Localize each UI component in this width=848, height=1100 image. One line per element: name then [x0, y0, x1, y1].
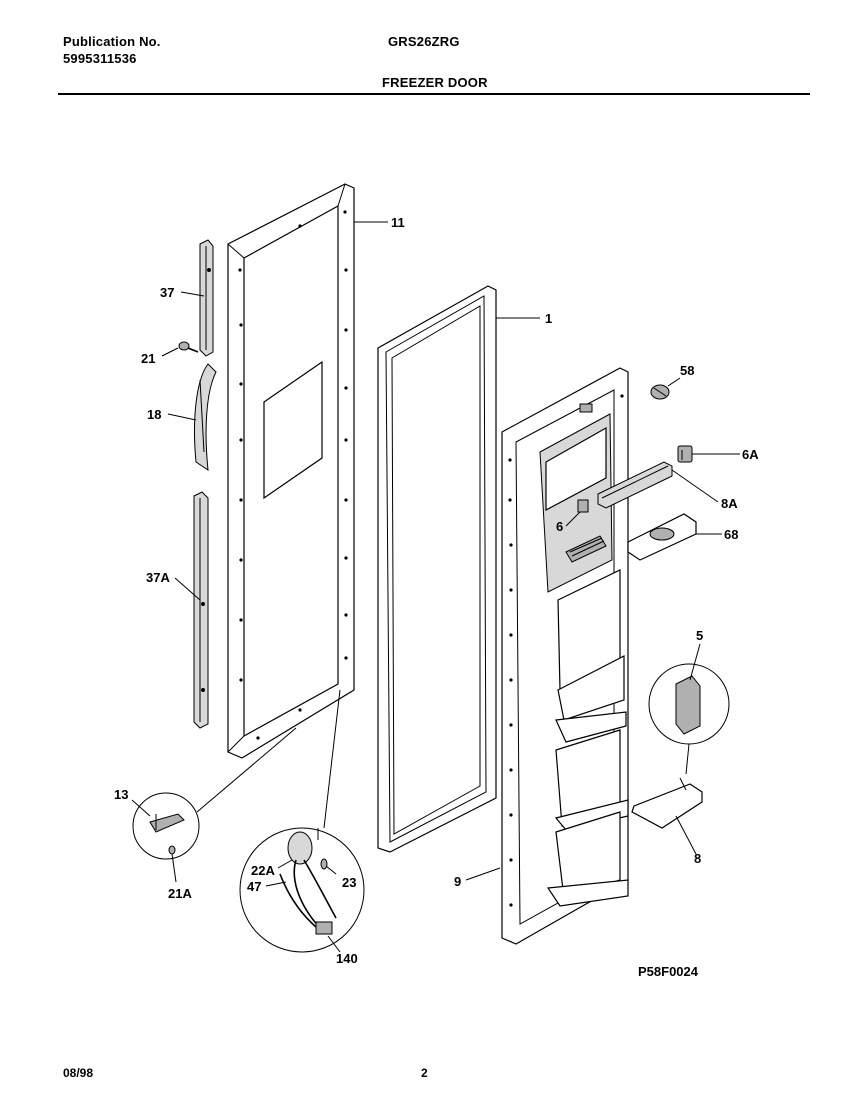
detail-circle-wiring	[239, 689, 365, 953]
callout-140: 140	[336, 951, 358, 966]
callout-22a: 22A	[251, 863, 275, 878]
callout-18: 18	[147, 407, 161, 422]
bracket-8	[631, 777, 703, 829]
clip-6	[577, 499, 589, 513]
model-number: GRS26ZRG	[388, 34, 460, 49]
bar-8a	[597, 461, 673, 509]
footer-date: 08/98	[63, 1066, 94, 1080]
callout-37: 37	[160, 285, 174, 300]
callout-37a: 37A	[146, 570, 170, 585]
callout-1: 1	[545, 311, 552, 326]
screw-58	[650, 384, 670, 400]
screw-21	[178, 341, 199, 353]
callout-5: 5	[696, 628, 703, 643]
upper-handle-trim	[199, 239, 214, 357]
callout-9: 9	[454, 874, 461, 889]
leader-lines	[131, 221, 740, 953]
callout-labels: 11 1 37 21 18 37A 58 6A 8A 6 68 5 8 9 13…	[114, 215, 759, 979]
callout-21: 21	[141, 351, 155, 366]
callout-58: 58	[680, 363, 694, 378]
clip-6a	[677, 445, 693, 463]
callout-6: 6	[556, 519, 563, 534]
drip-tray	[627, 513, 697, 561]
publication-label: Publication No.	[63, 34, 161, 49]
inner-door-liner	[501, 367, 629, 945]
lower-handle-trim	[193, 491, 209, 729]
callout-21a: 21A	[168, 886, 192, 901]
publication-number: 5995311536	[63, 51, 137, 66]
callout-13: 13	[114, 787, 128, 802]
callout-8a: 8A	[721, 496, 738, 511]
detail-circle-13	[132, 727, 297, 860]
figure-code: P58F0024	[638, 964, 699, 979]
callout-11: 11	[391, 215, 405, 230]
callout-47: 47	[247, 879, 261, 894]
page-number: 2	[421, 1066, 428, 1080]
callout-6a: 6A	[742, 447, 759, 462]
callout-68: 68	[724, 527, 738, 542]
header-rule	[58, 93, 810, 95]
callout-8: 8	[694, 851, 701, 866]
detail-circle-5	[648, 663, 730, 775]
door-handle	[194, 363, 217, 472]
section-title: FREEZER DOOR	[382, 75, 488, 90]
door-outer-panel	[227, 183, 355, 759]
door-gasket	[377, 285, 497, 853]
callout-23: 23	[342, 875, 356, 890]
